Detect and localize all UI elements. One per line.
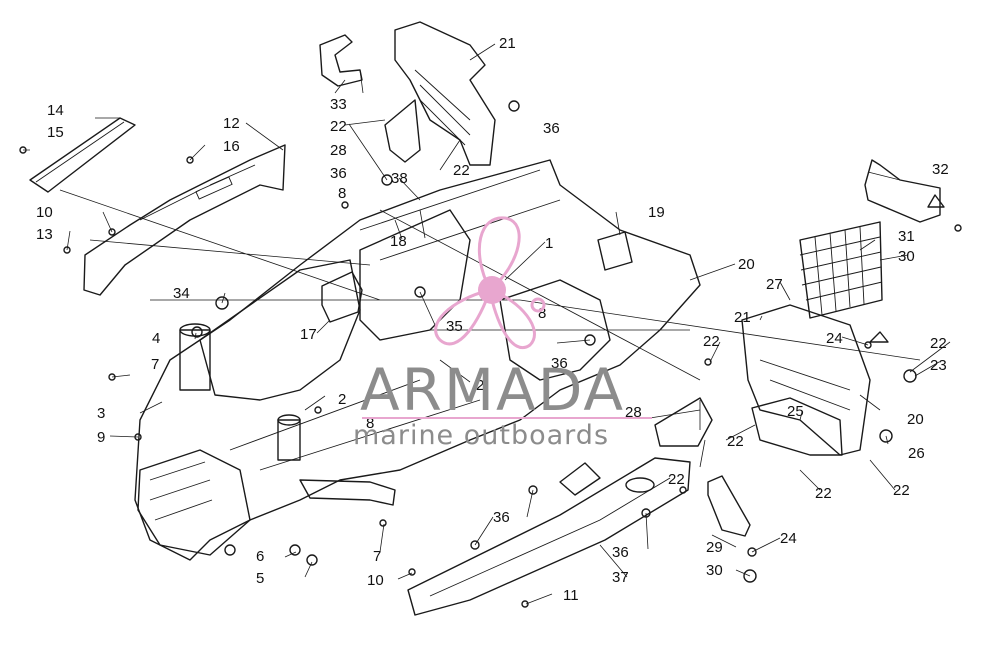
callout-14: 14	[47, 102, 64, 119]
callout-38: 38	[391, 170, 408, 187]
callout-25: 25	[787, 403, 804, 420]
callout-29: 29	[706, 539, 723, 556]
callout-23: 23	[930, 357, 947, 374]
callout-8b: 8	[538, 305, 546, 322]
callout-22b: 22	[453, 162, 470, 179]
callout-4: 4	[152, 330, 160, 347]
callout-12: 12	[223, 115, 240, 132]
callout-1: 1	[545, 235, 553, 252]
callout-30a: 30	[898, 248, 915, 265]
callout-33: 33	[330, 96, 347, 113]
callout-10b: 10	[367, 572, 384, 589]
callout-11: 11	[563, 587, 579, 604]
watermark-rule	[362, 417, 652, 419]
callout-8a: 8	[338, 185, 346, 202]
callout-28b: 28	[625, 404, 642, 421]
callout-13: 13	[36, 226, 53, 243]
watermark: ARMADA marine outboards	[353, 216, 652, 451]
callout-2a: 2	[338, 391, 346, 408]
callout-22d: 22	[930, 335, 947, 352]
callout-22a: 22	[330, 118, 347, 135]
callout-16: 16	[223, 138, 240, 155]
callout-35: 35	[446, 318, 463, 335]
callout-36c: 36	[551, 355, 568, 372]
armada-logo-icon	[434, 216, 546, 349]
callout-7b: 7	[373, 548, 381, 565]
callout-24a: 24	[826, 330, 843, 347]
callout-30b: 30	[706, 562, 723, 579]
callout-6: 6	[256, 548, 264, 565]
callout-17: 17	[300, 326, 317, 343]
callout-22f: 22	[668, 471, 685, 488]
callout-20b: 20	[907, 411, 924, 428]
callout-36d: 36	[493, 509, 510, 526]
callout-7a: 7	[151, 356, 159, 373]
callout-24b: 24	[780, 530, 797, 547]
callout-19: 19	[648, 204, 665, 221]
callout-36f: 36	[612, 544, 629, 561]
frame-line-art	[19, 21, 962, 616]
mesh-grid	[799, 226, 883, 316]
callout-9: 9	[97, 429, 105, 446]
callout-10a: 10	[36, 204, 53, 221]
callout-27: 27	[766, 276, 783, 293]
callout-31: 31	[898, 228, 915, 245]
callout-21a: 21	[499, 35, 516, 52]
callout-15: 15	[47, 124, 64, 141]
callout-37: 37	[612, 569, 629, 586]
callout-3: 3	[97, 405, 105, 422]
callout-36a: 36	[543, 120, 560, 137]
watermark-tagline: marine outboards	[353, 420, 609, 451]
callout-36b: 36	[330, 165, 347, 182]
watermark-brand: ARMADA	[360, 356, 625, 424]
callout-32: 32	[932, 161, 949, 178]
callout-34: 34	[173, 285, 190, 302]
callout-2b: 2	[476, 377, 484, 394]
callout-8c: 8	[366, 415, 374, 432]
callout-26: 26	[908, 445, 925, 462]
callout-5: 5	[256, 570, 264, 587]
callout-21b: 21	[734, 309, 751, 326]
callout-22e: 22	[727, 433, 744, 450]
callout-labels: 1 2 2 3 4 5 6 7 7 8 8 8 9 10 10 11 12 13…	[36, 35, 949, 604]
callout-22h: 22	[893, 482, 910, 499]
callout-22g: 22	[815, 485, 832, 502]
callout-28a: 28	[330, 142, 347, 159]
callout-22c: 22	[703, 333, 720, 350]
callout-20a: 20	[738, 256, 755, 273]
callout-18: 18	[390, 233, 407, 250]
